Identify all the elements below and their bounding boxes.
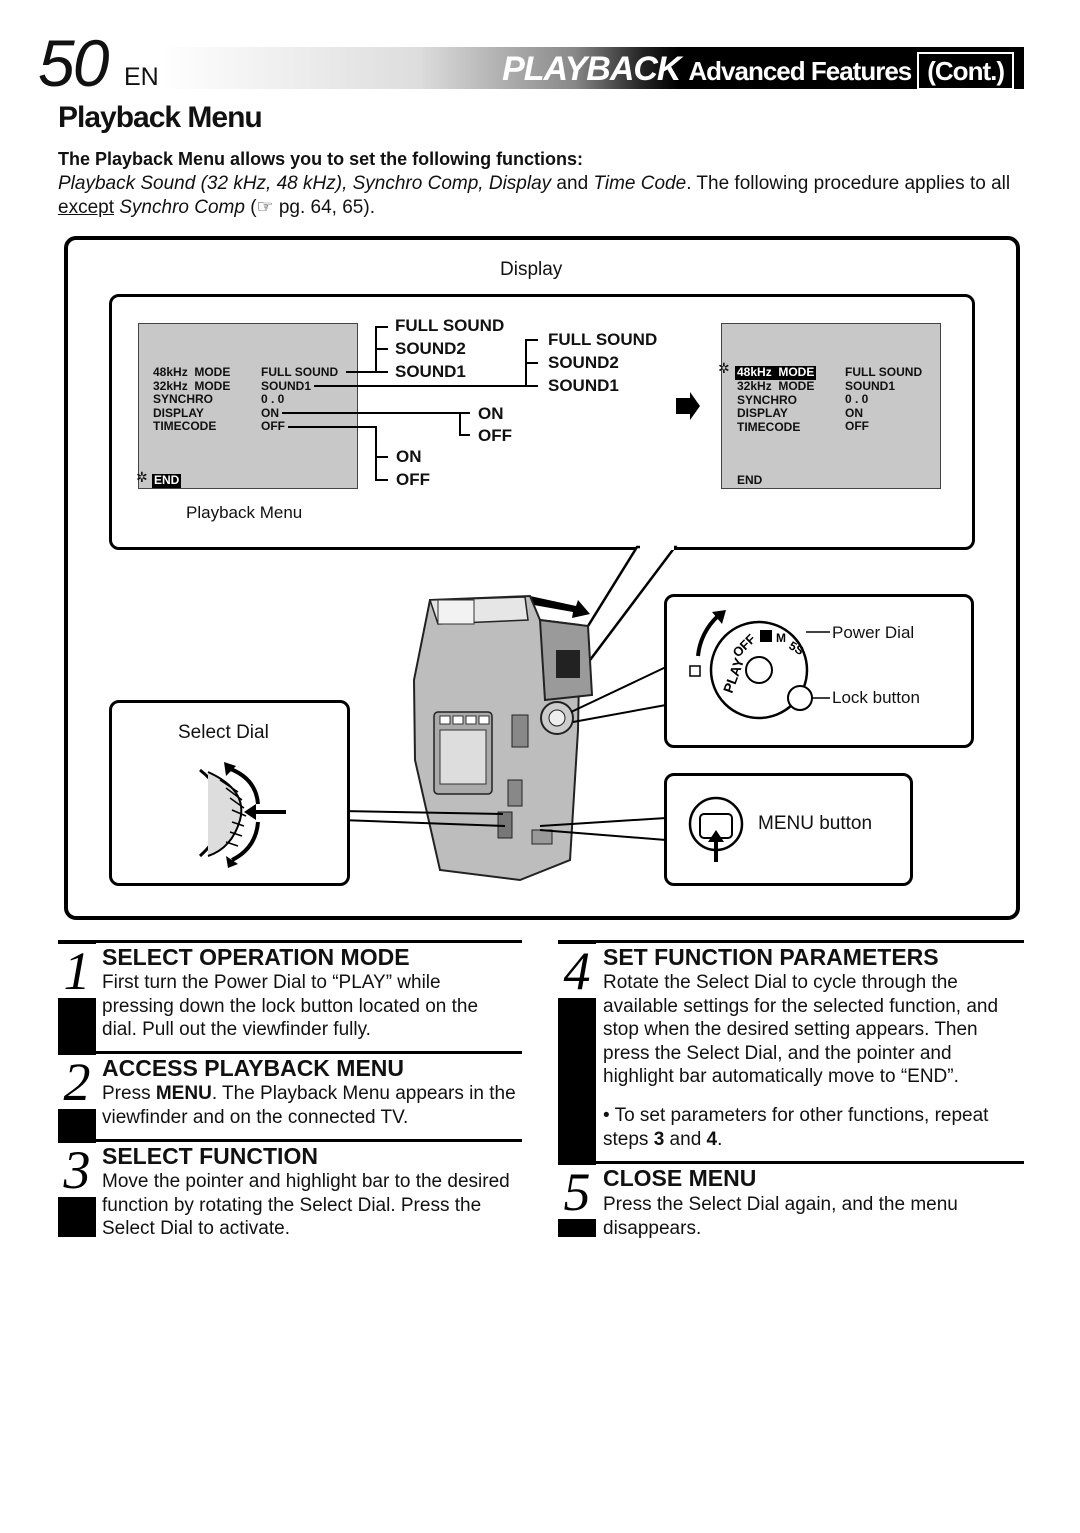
- intro-lead: The Playback Menu allows you to set the …: [58, 149, 584, 169]
- header-title-cont: (Cont.): [917, 52, 1014, 90]
- step-3-rule: [58, 1139, 522, 1142]
- menu-right-names: 32kHz MODE SYNCHRO DISPLAY TIMECODE: [737, 379, 815, 434]
- menu-button-label: MENU button: [758, 813, 873, 834]
- step-2-title: ACCESS PLAYBACK MENU: [102, 1055, 405, 1081]
- page-number: 50: [38, 26, 109, 100]
- option-32k-sound2: SOUND2: [548, 353, 619, 372]
- step-4-note-end: .: [717, 1128, 723, 1150]
- step-2-body: Press MENU. The Playback Menu appears in…: [102, 1082, 516, 1129]
- playback-menu-caption: Playback Menu: [186, 503, 303, 522]
- intro-synchro: Synchro Comp: [113, 197, 245, 218]
- intro-except: except: [58, 197, 114, 218]
- diagram-frame: [64, 236, 1020, 920]
- step-4-body: Rotate the Select Dial to cycle through …: [603, 972, 999, 1087]
- step-4-note-step3: 3: [653, 1128, 665, 1150]
- section-title: Playback Menu: [58, 101, 263, 134]
- step-4-note-step4: 4: [706, 1128, 718, 1150]
- option-timecode-off: OFF: [396, 470, 430, 489]
- step-4-title: SET FUNCTION PARAMETERS: [603, 944, 939, 970]
- pointer-icon: ✲: [718, 361, 730, 377]
- step-4-rule: [558, 940, 1024, 943]
- playback-menu-screen-right: [721, 323, 941, 489]
- step-4-note: • To set parameters for other functions,…: [603, 1104, 1023, 1151]
- option-32k-sound1: SOUND1: [548, 376, 619, 395]
- option-48k-sound1: SOUND1: [395, 362, 466, 381]
- language-label: EN: [124, 63, 159, 91]
- select-dial-icon[interactable]: [190, 760, 300, 870]
- playback-menu-screen-left: [138, 323, 358, 489]
- intro-text: Playback Sound (32 kHz, 48 kHz), Synchro…: [58, 172, 1023, 220]
- power-dial-label: Power Dial: [832, 623, 915, 642]
- step-3-title: SELECT FUNCTION: [102, 1143, 318, 1169]
- display-label: Display: [500, 259, 563, 280]
- option-48k-full-sound: FULL SOUND: [395, 316, 505, 335]
- lock-button-label: Lock button: [832, 688, 920, 707]
- option-display-on: ON: [478, 404, 504, 423]
- step-5-body: Press the Select Dial again, and the men…: [603, 1194, 958, 1239]
- menu-button-icon[interactable]: [686, 794, 746, 864]
- header-title: PLAYBACK Advanced Features(Cont.): [502, 48, 1014, 92]
- select-dial-label: Select Dial: [178, 722, 269, 743]
- intro-functions: Playback Sound (32 kHz, 48 kHz), Synchro…: [58, 173, 552, 194]
- step-1-body: First turn the Power Dial to “PLAY” whil…: [102, 972, 479, 1040]
- menu-left-values: FULL SOUND SOUND1 0 . 0 ON OFF: [261, 365, 339, 433]
- header-bar: [160, 47, 1024, 89]
- pointer-icon: ✲: [136, 470, 148, 486]
- step-2-rule: [58, 1051, 522, 1054]
- step-1-title: SELECT OPERATION MODE: [102, 944, 410, 970]
- menu-left-names: 48kHz MODE 32kHz MODE SYNCHRO DISPLAY TI…: [153, 365, 231, 433]
- option-display-off: OFF: [478, 426, 512, 445]
- menu-right-highlight: 48kHz MODE: [735, 365, 817, 380]
- intro-rest: . The following procedure applies to all: [686, 173, 1011, 194]
- step-5-title: CLOSE MENU: [603, 1165, 757, 1191]
- step-3-number: 3: [56, 1143, 98, 1197]
- step-2-body-post: . The Playback Menu appears in the viewf…: [102, 1083, 516, 1128]
- step-2-body-menu: MENU: [155, 1083, 212, 1104]
- step-2-number: 2: [56, 1055, 98, 1109]
- dial-m-text: M: [776, 631, 786, 645]
- header-title-main: PLAYBACK: [502, 50, 681, 88]
- step-3-body: Move the pointer and highlight bar to th…: [102, 1171, 510, 1239]
- intro-and: and: [551, 173, 594, 194]
- step-4-number: 4: [556, 944, 598, 998]
- power-dial-icon[interactable]: PLAY OFF M 5S: [664, 594, 974, 748]
- step-1-number: 1: [56, 944, 98, 998]
- step-1-rule: [58, 940, 522, 943]
- step-5-rule: [558, 1161, 1024, 1164]
- step-4-note-pre: • To set parameters for other functions,…: [603, 1105, 989, 1150]
- intro-page-ref: (☞ pg. 64, 65).: [244, 197, 375, 218]
- intro-timecode: Time Code: [593, 173, 687, 194]
- step-5-number: 5: [556, 1165, 598, 1219]
- option-timecode-on: ON: [396, 447, 422, 466]
- menu-left-end: END: [152, 473, 182, 488]
- option-48k-sound2: SOUND2: [395, 339, 466, 358]
- option-32k-full-sound: FULL SOUND: [548, 330, 658, 349]
- menu-right-end: END: [737, 473, 763, 487]
- step-2-body-pre: Press: [102, 1083, 156, 1104]
- menu-right-values: FULL SOUND SOUND1 0 . 0 ON OFF: [845, 365, 923, 433]
- step-4-note-and: and: [664, 1128, 707, 1150]
- header-title-rest: Advanced Features: [688, 56, 912, 86]
- dial-5s-text: 5S: [787, 638, 807, 657]
